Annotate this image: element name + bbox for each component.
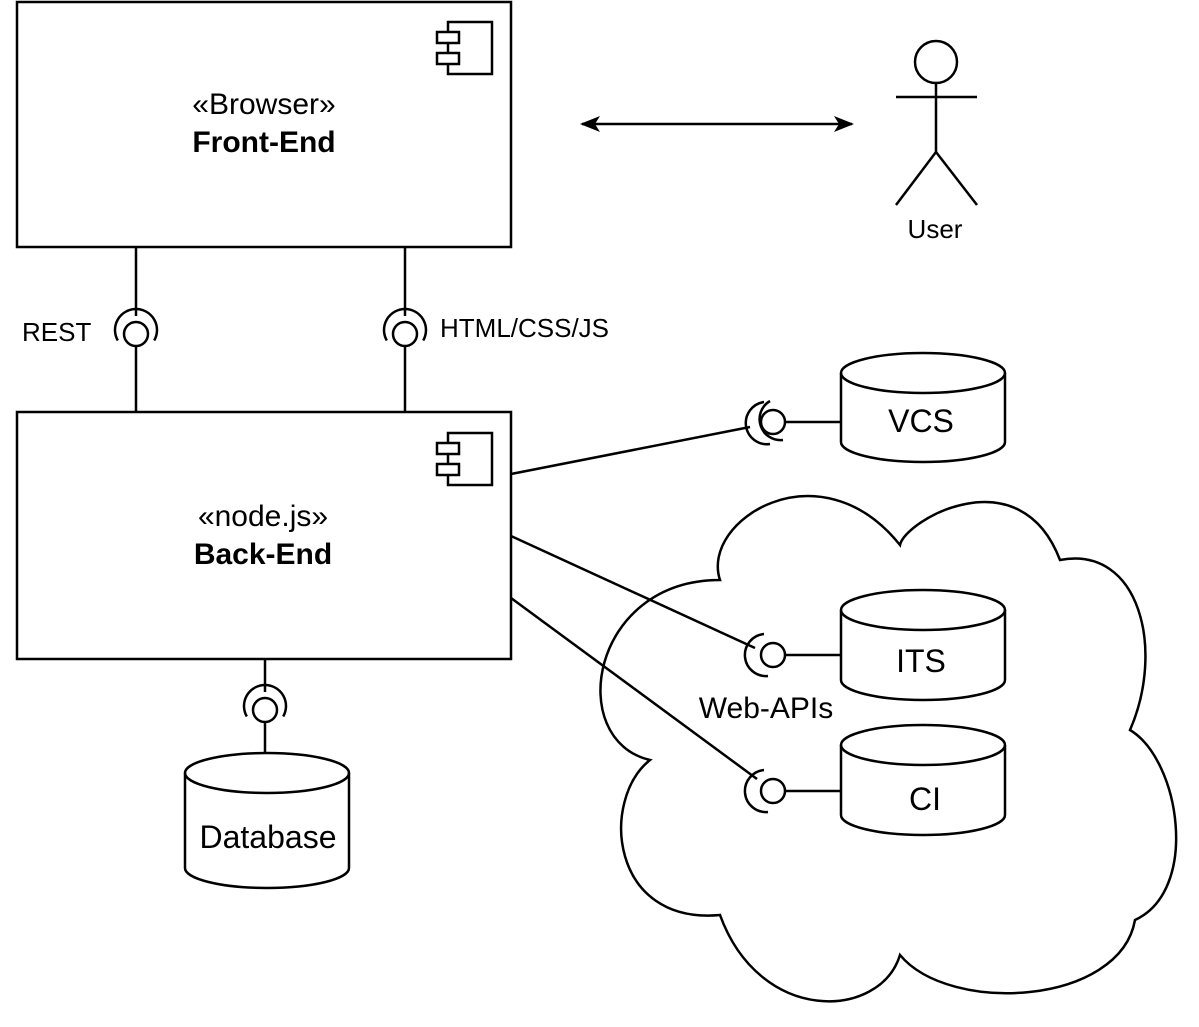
backend-name: Back-End [194,538,332,571]
backend-component[interactable]: «node.js» Back-End [15,410,513,661]
frontend-component[interactable]: «Browser» Front-End [15,0,513,249]
vcs-label: VCS [888,403,954,439]
rest-interface[interactable]: REST [22,247,159,412]
frontend-stereotype: «Browser» [192,88,335,121]
its-interface[interactable] [510,534,841,678]
database-label: Database [200,819,337,855]
component-icon [435,20,494,76]
database-store[interactable]: Database [183,751,351,890]
its-label: ITS [896,643,946,679]
rest-label: REST [22,317,91,347]
ci-store[interactable]: CI [839,723,1007,837]
frontend-name: Front-End [192,126,335,159]
backend-stereotype: «node.js» [198,500,328,533]
its-store[interactable]: ITS [839,588,1007,702]
database-interface[interactable] [242,659,288,755]
web-apis-label: Web-APIs [699,692,834,725]
ci-label: CI [909,781,941,817]
html-css-js-interface[interactable]: HTML/CSS/JS [382,247,609,412]
vcs-store[interactable]: VCS [839,351,1007,464]
ci-interface[interactable] [510,596,841,814]
user-actor[interactable]: User [895,39,978,244]
user-label: User [908,214,963,244]
html-css-js-label: HTML/CSS/JS [440,313,609,343]
vcs-interface[interactable] [510,399,841,476]
component-icon [435,431,494,487]
stick-figure-icon [895,39,978,206]
